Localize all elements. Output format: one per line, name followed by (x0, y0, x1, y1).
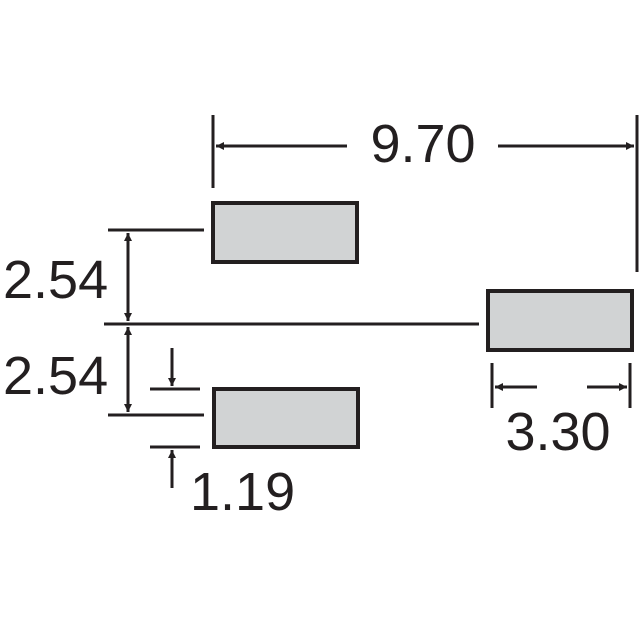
pad-bottom-left (212, 387, 360, 449)
dimension-label-pitch-lower: 2.54 (3, 346, 108, 406)
pad-top-left (211, 201, 359, 264)
pad-right (486, 289, 634, 352)
dimension-label-pitch-upper: 2.54 (3, 250, 108, 310)
dimension-label-overall-width: 9.70 (370, 114, 475, 174)
dimension-label-pad-length: 3.30 (505, 402, 610, 462)
dimension-label-pad-width: 1.19 (190, 462, 295, 522)
